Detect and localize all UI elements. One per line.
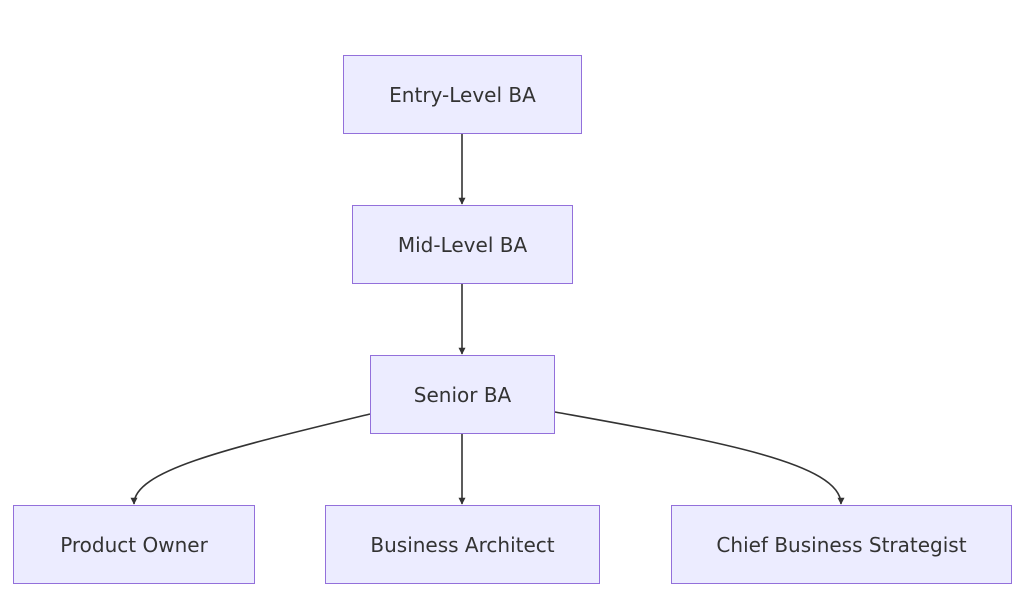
node-senior-ba: Senior BA [370,355,555,434]
node-business-architect: Business Architect [325,505,600,584]
node-mid-level-ba: Mid-Level BA [352,205,573,284]
node-label: Business Architect [370,532,555,557]
node-label: Senior BA [413,382,512,407]
node-label: Product Owner [60,532,208,557]
node-entry-level-ba: Entry-Level BA [343,55,582,134]
edge-senior-to-product-owner [130,413,371,505]
node-label: Mid-Level BA [397,232,528,257]
node-label: Entry-Level BA [389,82,536,107]
node-chief-business-strategist: Chief Business Strategist [671,505,1012,584]
node-label: Chief Business Strategist [716,532,967,557]
node-product-owner: Product Owner [13,505,255,584]
edge-senior-to-chief-strategist [554,411,845,505]
